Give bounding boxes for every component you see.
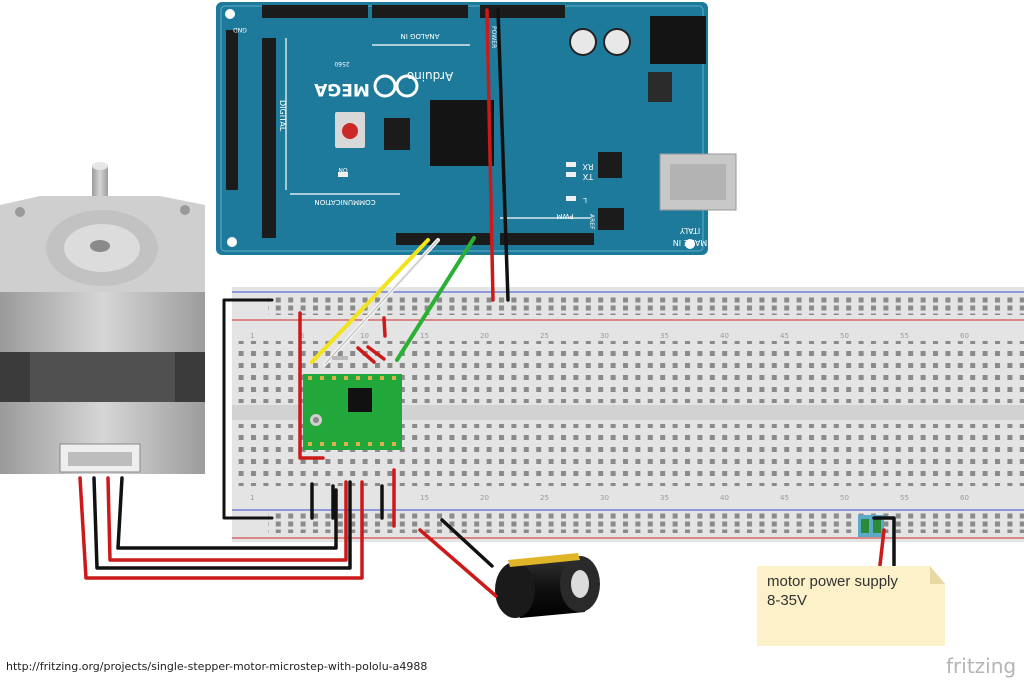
wires [78, 8, 896, 598]
rx-label: RX [582, 162, 594, 171]
made-in-label: MADE IN [673, 238, 707, 247]
stepper-motor [0, 162, 205, 474]
column-number: 5 [300, 332, 304, 340]
wire-white-outline [324, 239, 439, 365]
wire-green [395, 236, 476, 362]
breadboard [232, 287, 1024, 542]
column-number: 30 [600, 494, 609, 502]
source-url: http://fritzing.org/projects/single-step… [6, 660, 428, 673]
column-number: 20 [480, 494, 489, 502]
note-line-1: motor power supply [767, 573, 898, 590]
wire-coil-red-2 [106, 476, 348, 562]
column-number: 40 [720, 494, 729, 502]
wire-5v-red [485, 8, 495, 302]
wire-psu-black [872, 516, 896, 567]
communication-label: COMMUNICATION [314, 198, 375, 206]
arduino-mega-board [216, 2, 737, 255]
wire-coil-red-1 [78, 476, 364, 580]
fritzing-logo: fritzing [946, 654, 1017, 678]
wire-gnd-black [496, 8, 510, 302]
column-number: 60 [960, 332, 969, 340]
breadboard-column-numbers: 1 5 10 15 20 25 30 35 40 45 50 55 60 1 1… [250, 332, 969, 502]
digital-label: DIGITAL [278, 100, 287, 132]
aref-label: AREF [588, 214, 595, 230]
column-number: 50 [840, 494, 849, 502]
wire-red-jumper-a [382, 316, 387, 338]
wire-black-rail-link [222, 298, 274, 520]
column-number: 40 [720, 332, 729, 340]
arduino-brand: Arduino [407, 69, 453, 83]
country-label: ITALY [680, 226, 700, 235]
column-number: 20 [480, 332, 489, 340]
column-number: 55 [900, 494, 909, 502]
column-number: 1 [250, 494, 254, 502]
arduino-labels: Arduino MEGA 2560 MADE IN ITALY DIGITAL … [233, 26, 707, 247]
power-label: POWER [490, 26, 497, 48]
column-number: 35 [660, 332, 669, 340]
column-number: 55 [900, 332, 909, 340]
on-label: ON [338, 166, 347, 173]
l-led-label: L [583, 196, 587, 204]
column-number: 25 [540, 332, 549, 340]
column-number: 1 [250, 332, 254, 340]
gnd-label: GND [233, 26, 247, 33]
column-number: 15 [420, 332, 429, 340]
a4988-driver-board [303, 374, 402, 450]
analog-in-label: ANALOG IN [401, 32, 440, 40]
wire-red-driver-vdd [298, 311, 325, 460]
wire-cap-black [440, 518, 494, 568]
wire-psu-red [878, 528, 886, 567]
arduino-model-suffix: 2560 [334, 60, 349, 67]
arduino-model: MEGA [313, 79, 369, 99]
wire-coil-black-1 [92, 476, 352, 570]
column-number: 25 [540, 494, 549, 502]
motor-power-supply-label: motor power supply 8-35V [767, 572, 937, 610]
wire-red-jumper-b [356, 346, 376, 364]
electrolytic-capacitor [495, 553, 600, 618]
wire-yellow [310, 238, 430, 364]
pwm-label: PWM [556, 212, 573, 220]
wire-coil-black-2 [116, 476, 338, 550]
arduino-logo [373, 74, 419, 98]
column-number: 10 [360, 332, 369, 340]
column-number: 35 [660, 494, 669, 502]
motor-power-supply-note [757, 566, 945, 646]
tx-label: TX [582, 172, 594, 181]
wire-jumper-grey [332, 356, 348, 360]
wire-red-jumper-c [366, 345, 386, 361]
column-number: 45 [780, 332, 789, 340]
column-number: 45 [780, 494, 789, 502]
column-number: 50 [840, 332, 849, 340]
note-line-2: 8-35V [767, 592, 808, 609]
power-terminal [858, 515, 884, 537]
column-number: 30 [600, 332, 609, 340]
column-number: 60 [960, 494, 969, 502]
column-number: 15 [420, 494, 429, 502]
wire-cap-red [418, 528, 498, 598]
